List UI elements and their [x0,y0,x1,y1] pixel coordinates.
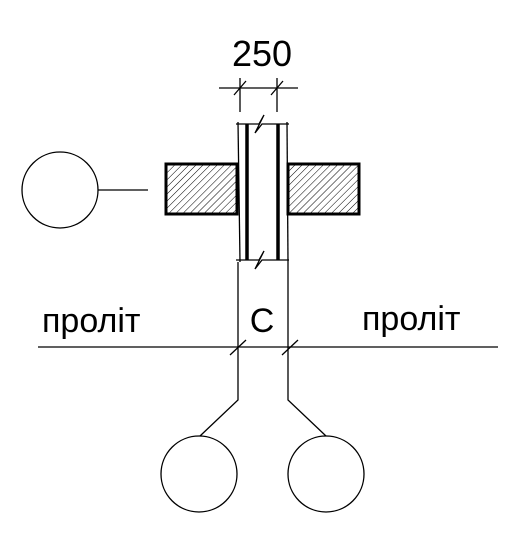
leader-line-bottom-left [199,262,239,437]
leader-line-bottom-right [287,262,327,437]
span-label-left: проліт [42,302,140,340]
hatched-block-left [164,162,239,216]
marker-circle-bottom-left [160,435,238,513]
dimension-label: 250 [232,33,292,74]
marker-circle-bottom-right [287,435,365,513]
axis-label: С [250,302,275,340]
break-mark-bottom [236,250,289,270]
tick-left [233,80,247,96]
marker-circle-left [21,151,99,229]
wall-thin-left [237,121,241,263]
span-label-right: проліт [362,300,460,338]
dimension-250: 250 [219,33,298,112]
tick-right [270,80,284,96]
base-tick-right [281,339,299,356]
break-mark-top [236,114,289,134]
wall-section [236,114,289,270]
hatched-block-right [286,162,361,216]
